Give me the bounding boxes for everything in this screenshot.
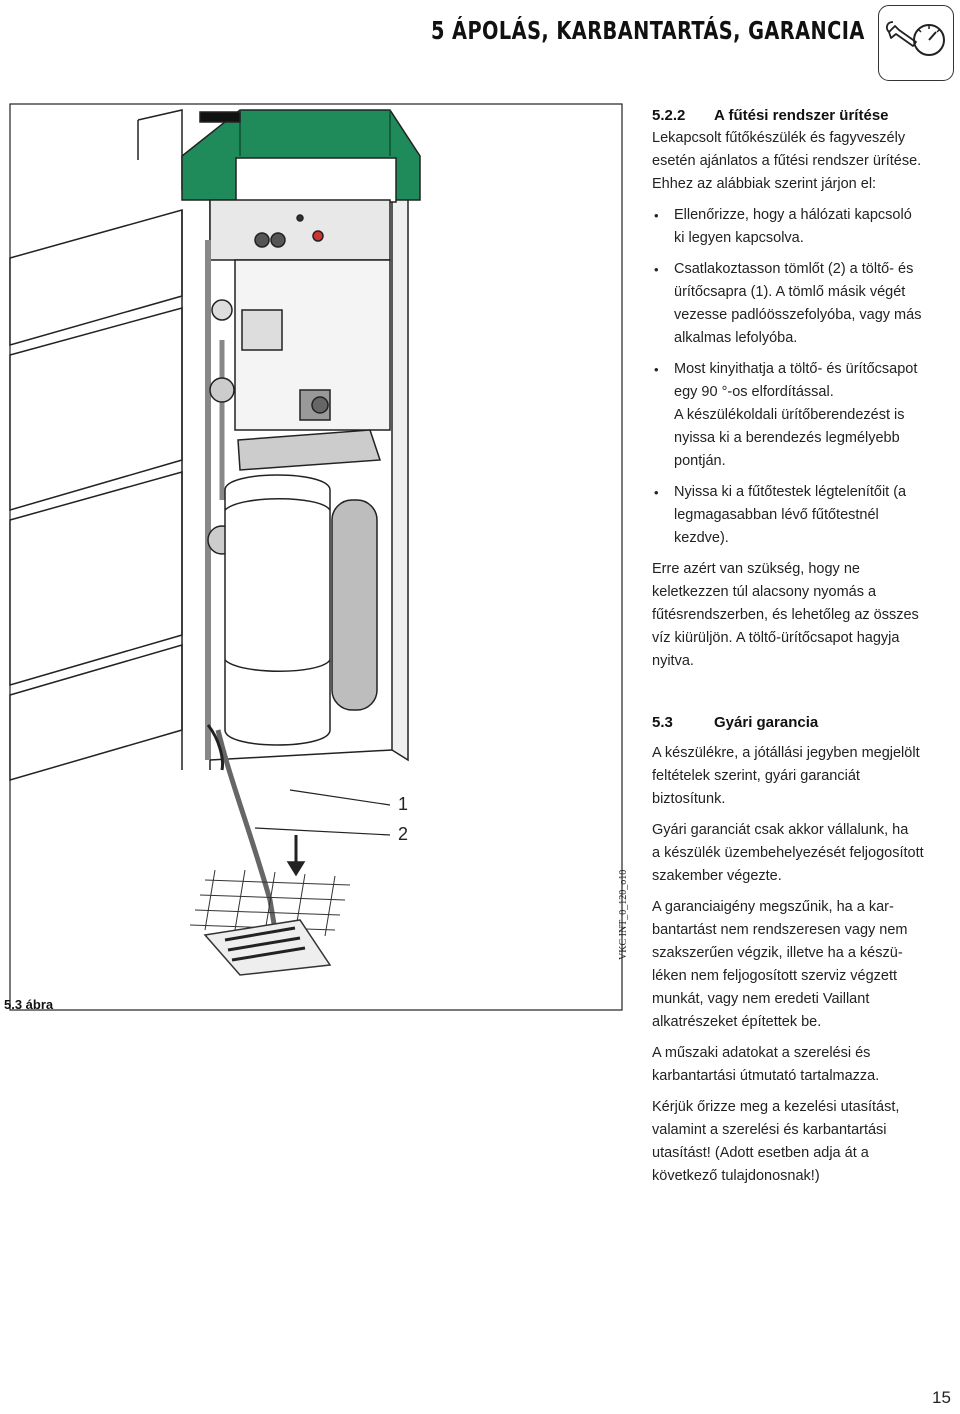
bullet-line: kezdve).: [674, 530, 729, 546]
intro-line: esetén ajánlatos a fűtési rendszer üríté…: [652, 153, 922, 169]
bullet-item: Nyissa ki a fűtőtestek légtelenítőit (a: [652, 481, 957, 504]
callout-2: 2: [398, 824, 408, 844]
intro-line: Ehhez az alábbiak szerint járjon el:: [652, 176, 877, 192]
closing-line: nyitva.: [652, 653, 694, 669]
figure-code: VKC INT_0_120_o10: [618, 870, 629, 960]
warranty-line: biztosítunk.: [652, 791, 726, 807]
header-icon-box: [878, 5, 954, 81]
wrench-gauge-icon: [886, 21, 945, 56]
warranty-line: utasítást! (Adott esetben adja át a: [652, 1145, 869, 1161]
bullet-line: alkalmas lefolyóba.: [674, 330, 798, 346]
warranty-line: A készülékre, a jótállási jegyben megjel…: [652, 745, 920, 761]
bullet-line: nyissa ki a berendezés legmélyebb: [674, 430, 900, 446]
bullet-item: Most kinyithatja a töltő- és ürítőcsapot: [652, 358, 957, 381]
bullet-item: Csatlakoztasson tömlőt (2) a töltő- és: [652, 258, 957, 281]
bullet-line: egy 90 °-os elfordítással.: [674, 384, 834, 400]
warranty-line: A garanciaigény megszűnik, ha a kar-: [652, 899, 894, 915]
intro-line: Lekapcsolt fűtőkészülék és fagyveszély: [652, 130, 906, 146]
bullet-line: pontján.: [674, 453, 726, 469]
boiler-illustration: 1 2 VKC INT_0_120_o10: [0, 100, 640, 1030]
closing-line: keletkezzen túl alacsony nyomás a: [652, 584, 877, 600]
warranty-line: munkát, vagy nem eredeti Vaillant: [652, 991, 870, 1007]
bullet-line: ki legyen kapcsolva.: [674, 230, 804, 246]
warranty-line: bantartást nem rendszeresen vagy nem: [652, 922, 908, 938]
warranty-line: karbantartási útmutató tartalmazza.: [652, 1068, 880, 1084]
bullet-line: ürítőcsapra (1). A tömlő másik végét: [674, 284, 906, 300]
bullet-item: Ellenőrizze, hogy a hálózati kapcsoló: [652, 204, 957, 227]
warranty-line: a készülék üzembehelyezését feljogosítot…: [652, 845, 924, 861]
warranty-line: A műszaki adatokat a szerelési és: [652, 1045, 871, 1061]
bullet-line: vezesse padlóösszefolyóba, vagy más: [674, 307, 922, 323]
page-number: 15: [932, 1388, 951, 1407]
callout-1: 1: [398, 794, 408, 814]
warranty-line: következő tulajdonosnak!): [652, 1168, 820, 1184]
warranty-line: valamint a szerelési és karbantartási: [652, 1122, 887, 1138]
bullet-line: legmagasabban lévő fűtőtestnél: [674, 507, 879, 523]
closing-line: víz kiürüljön. A töltő-ürítőcsapot hagyj…: [652, 630, 900, 646]
figure-label: 5.3 ábra: [4, 997, 54, 1012]
closing-line: fűtésrendszerben, és lehetőleg az összes: [652, 607, 919, 623]
warranty-line: Gyári garanciát csak akkor vállalunk, ha: [652, 822, 909, 838]
warranty-line: szakember végezte.: [652, 868, 782, 884]
warranty-line: alkatrészeket építettek be.: [652, 1014, 822, 1030]
page-title: 5 ÁPOLÁS, KARBANTARTÁS, GARANCIA: [431, 16, 865, 45]
warranty-line: Kérjük őrizze meg a kezelési utasítást,: [652, 1099, 900, 1115]
warranty-line: feltételek szerint, gyári garanciát: [652, 768, 860, 784]
closing-line: Erre azért van szükség, hogy ne: [652, 561, 860, 577]
warranty-line: szakszerűen végzik, illetve ha a készü-: [652, 945, 903, 961]
bullet-line: A készülékoldali ürítőberendezést is: [674, 407, 905, 423]
warranty-line: léken nem feljogosított szerviz végzett: [652, 968, 898, 984]
